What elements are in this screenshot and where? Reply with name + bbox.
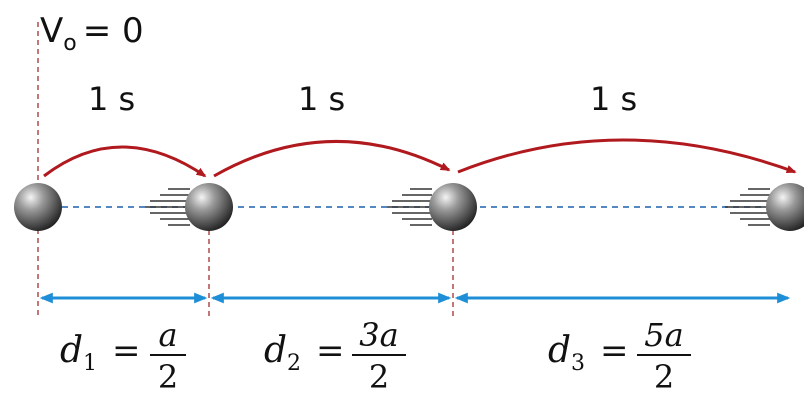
- time-label-1: 1 s: [88, 80, 135, 118]
- speed-lines-1: [145, 188, 190, 226]
- arc-3: [457, 138, 797, 174]
- vertical-guides: [37, 22, 454, 318]
- speed-lines-3: [725, 188, 770, 226]
- ball-1: [185, 183, 233, 231]
- d2-numerator: 3a: [359, 316, 398, 354]
- distance-formula-1: d1 = a 2: [60, 316, 186, 393]
- time-label-2: 1 s: [298, 80, 345, 118]
- d1-numerator: a: [158, 316, 177, 354]
- d1-var: d: [60, 330, 83, 371]
- speed-lines-2: [387, 188, 432, 226]
- svg-text:d3: d3: [548, 330, 585, 376]
- arc-2: [213, 139, 451, 178]
- d1-equals: =: [112, 331, 141, 371]
- d3-var: d: [548, 330, 571, 371]
- ball-3: [766, 183, 804, 231]
- d3-denominator: 2: [654, 358, 674, 393]
- d1-denominator: 2: [158, 358, 178, 393]
- initial-velocity-label: Vo = 0: [40, 11, 144, 56]
- distance-formula-2: d2 = 3a 2: [264, 316, 406, 393]
- svg-text:Vo= 0: Vo = 0: [40, 11, 144, 56]
- d3-sub: 3: [571, 351, 585, 376]
- svg-text:d1: d1: [60, 330, 97, 376]
- d3-equals: =: [600, 331, 629, 371]
- d1-sub: 1: [83, 351, 97, 376]
- d2-equals: =: [316, 331, 345, 371]
- d3-numerator: 5a: [644, 316, 683, 354]
- time-arcs: [43, 138, 797, 178]
- velocity-subscript: o: [63, 31, 76, 56]
- time-label-3: 1 s: [590, 80, 637, 118]
- d2-sub: 2: [287, 351, 301, 376]
- velocity-symbol: V: [40, 11, 63, 51]
- ball-2: [429, 183, 477, 231]
- d2-var: d: [264, 330, 287, 371]
- distance-formula-3: d3 = 5a 2: [548, 316, 691, 393]
- arc-1: [43, 145, 207, 178]
- velocity-value: = 0: [83, 11, 144, 51]
- ball-start: [14, 183, 62, 231]
- d2-denominator: 2: [369, 358, 389, 393]
- svg-text:d2: d2: [264, 330, 301, 376]
